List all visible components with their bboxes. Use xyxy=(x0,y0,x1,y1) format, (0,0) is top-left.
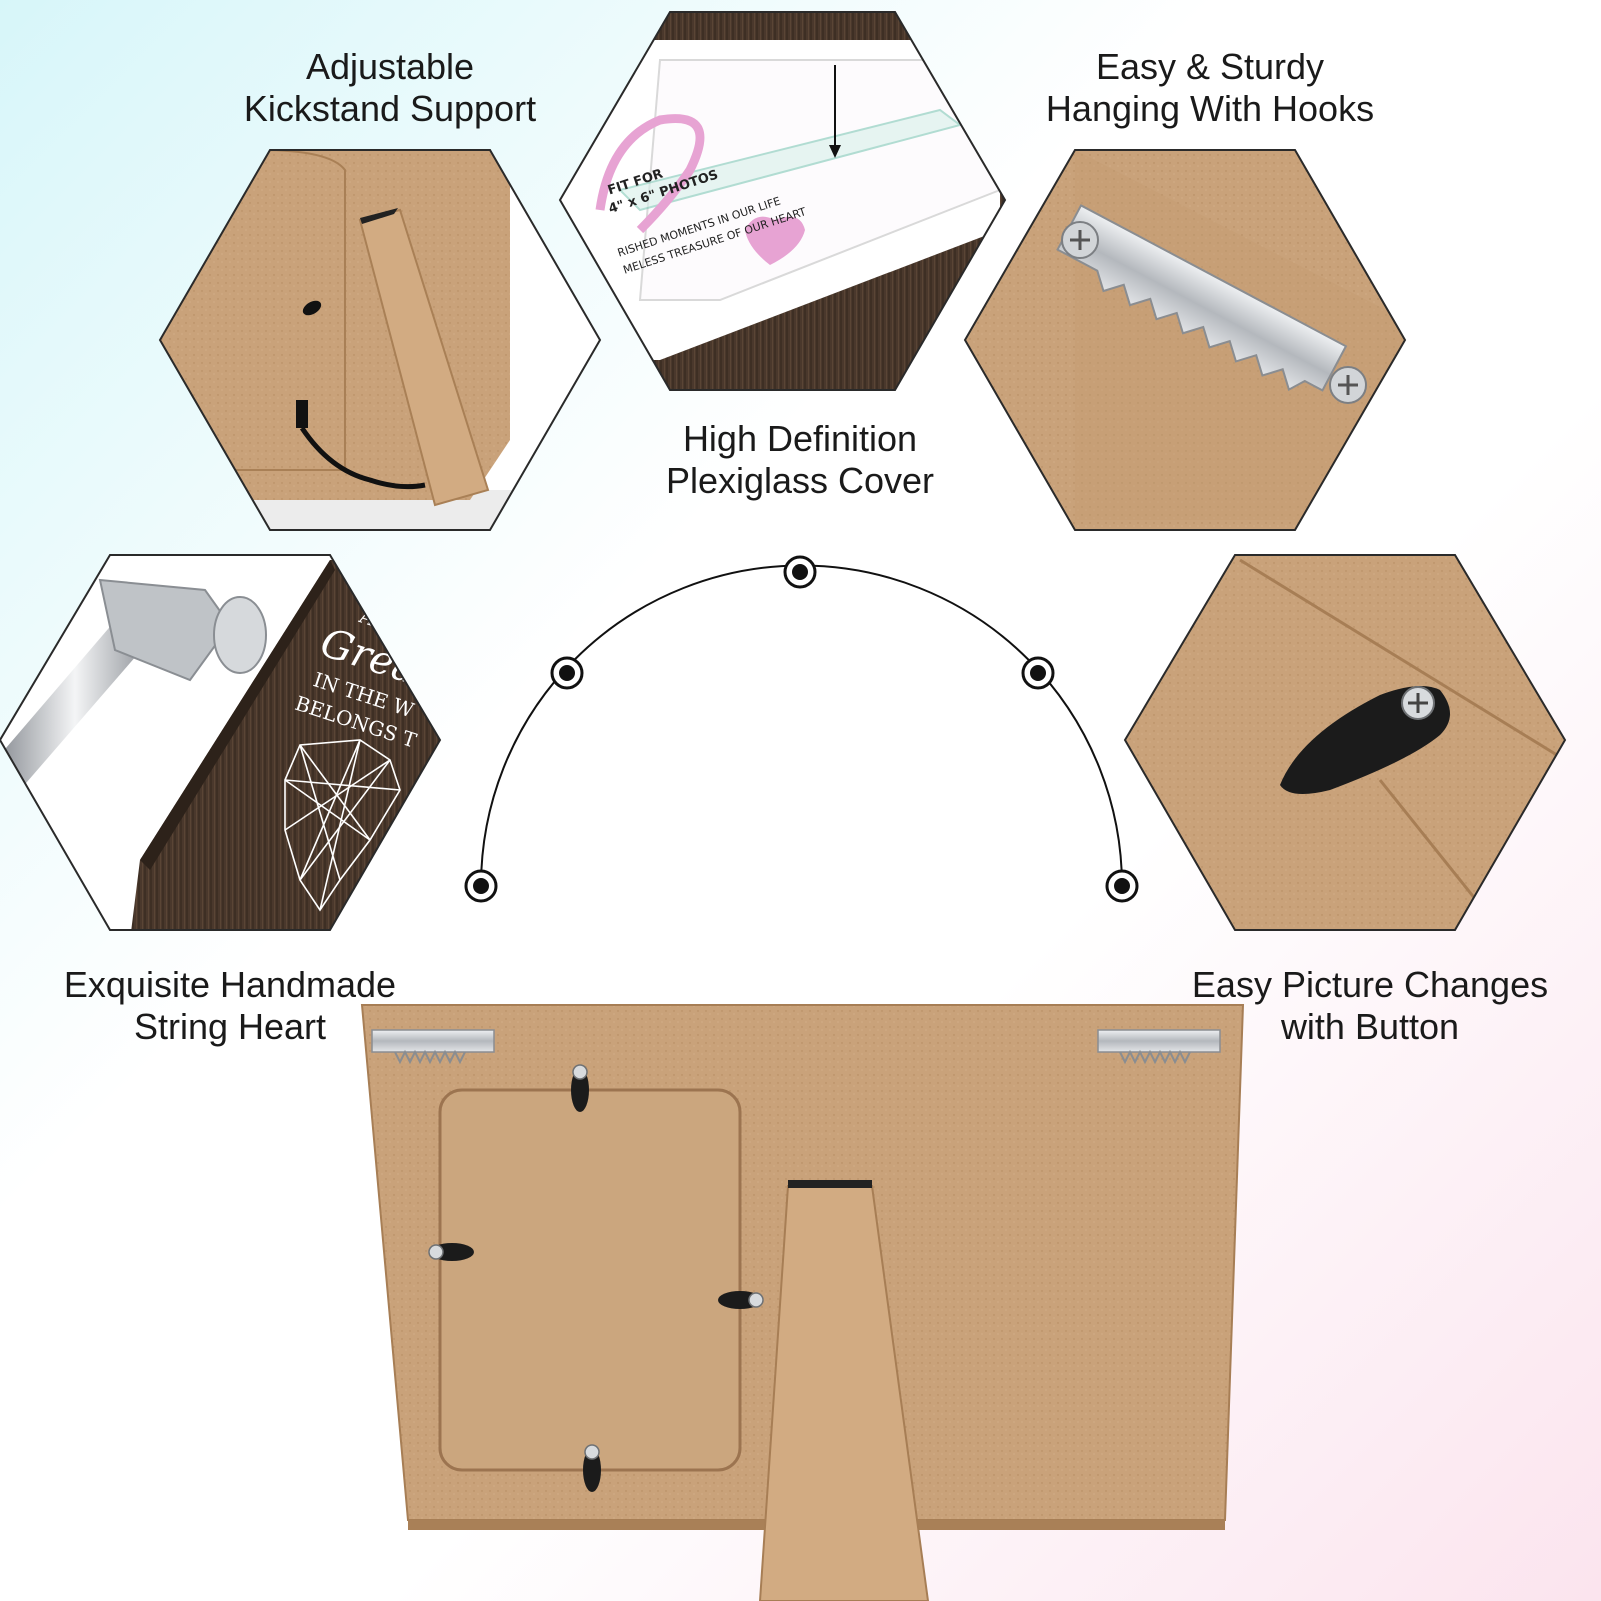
hammer-icon xyxy=(0,578,267,790)
caption-string-heart: Exquisite Handmade String Heart xyxy=(20,964,440,1048)
caption-hooks: Easy & Sturdy Hanging With Hooks xyxy=(1000,46,1420,130)
caption-plexiglass: High Definition Plexiglass Cover xyxy=(600,418,1000,502)
caption-plexiglass-line-2: Plexiglass Cover xyxy=(665,460,935,501)
sawtooth-hook-icon xyxy=(1056,204,1348,392)
sawtooth-hook-icon xyxy=(1097,1029,1221,1065)
caption-plexiglass-line-1: High Definition xyxy=(682,418,918,459)
decorative-arc xyxy=(464,555,1139,903)
screw-icon xyxy=(1329,366,1367,404)
caption-turn-button-line-1: Easy Picture Changes xyxy=(1191,964,1549,1005)
screw-icon xyxy=(1061,221,1099,259)
caption-turn-button: Easy Picture Changes with Button xyxy=(1160,964,1580,1048)
caption-turn-button-line-2: with Button xyxy=(1280,1006,1460,1047)
turn-button-icon xyxy=(1280,686,1450,794)
frame-back xyxy=(360,1004,1245,1601)
caption-kickstand: Adjustable Kickstand Support xyxy=(190,46,590,130)
caption-hooks-line-1: Easy & Sturdy xyxy=(1095,46,1325,87)
plexiglass-hexagon: FIT FOR 4" x 6" PHOTOS RISHED MOMENTS IN… xyxy=(558,11,1007,391)
hooks-hexagon xyxy=(963,149,1407,531)
sawtooth-hook-icon xyxy=(371,1029,495,1065)
string-heart-hexagon: AS Grea IN THE W BELONGS T xyxy=(0,554,442,931)
caption-hooks-line-2: Hanging With Hooks xyxy=(1045,88,1375,129)
turn-button-hexagon xyxy=(1123,554,1567,931)
caption-kickstand-line-1: Adjustable xyxy=(305,46,475,87)
caption-string-heart-line-1: Exquisite Handmade xyxy=(63,964,397,1005)
string-heart-icon xyxy=(284,739,401,912)
kickstand-hexagon xyxy=(158,149,602,531)
caption-kickstand-line-2: Kickstand Support xyxy=(243,88,537,129)
caption-string-heart-line-2: String Heart xyxy=(133,1006,327,1047)
